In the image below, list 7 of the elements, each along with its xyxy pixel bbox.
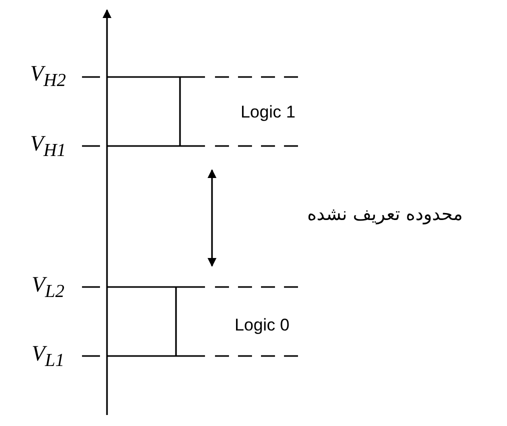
voltage-label: V$_{L2}$	[32, 274, 64, 300]
voltage-label: V$_{H1}$	[30, 132, 66, 160]
voltage-label: V$_{L1}$	[32, 342, 64, 370]
logic-label: Logic 0	[234, 316, 290, 334]
voltage-label: V$_{H2}$	[30, 62, 66, 90]
logic-label: Logic 1	[240, 104, 296, 120]
range-label: محدوده تعریف نشده	[307, 206, 463, 224]
